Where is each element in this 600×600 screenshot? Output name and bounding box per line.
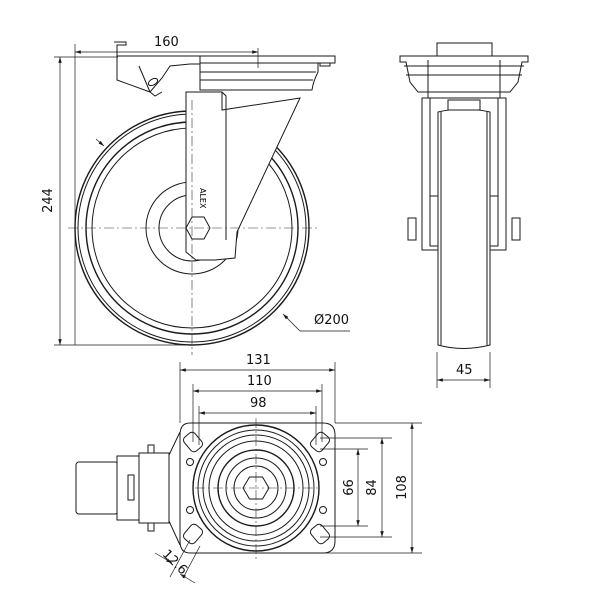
- side-view: [399, 42, 529, 388]
- brake-front: [114, 41, 201, 97]
- dim-hole-spacing-inner-x: 98: [250, 396, 267, 411]
- dim-plate-depth: 108: [394, 475, 410, 500]
- dim-hole-spacing-outer-y: 84: [364, 479, 380, 496]
- dim-wheel-width: 45: [456, 363, 473, 378]
- dim-hole-spacing-outer-x: 110: [247, 374, 272, 389]
- dim-wheel-diameter: Ø200: [314, 313, 350, 328]
- brake-bottom: [75, 431, 181, 546]
- wheel-side: [437, 108, 491, 349]
- dim-plate-width: 131: [246, 353, 271, 368]
- fork-front: ALEX: [185, 61, 319, 261]
- bottom-view: [75, 362, 422, 584]
- dim-overall-height: 244: [40, 188, 56, 213]
- dim-hole-spacing-inner-y: 66: [341, 479, 357, 496]
- fork-marking: ALEX: [198, 188, 207, 209]
- front-view: ALEX: [54, 41, 350, 355]
- dim-plate-length: 160: [154, 35, 179, 50]
